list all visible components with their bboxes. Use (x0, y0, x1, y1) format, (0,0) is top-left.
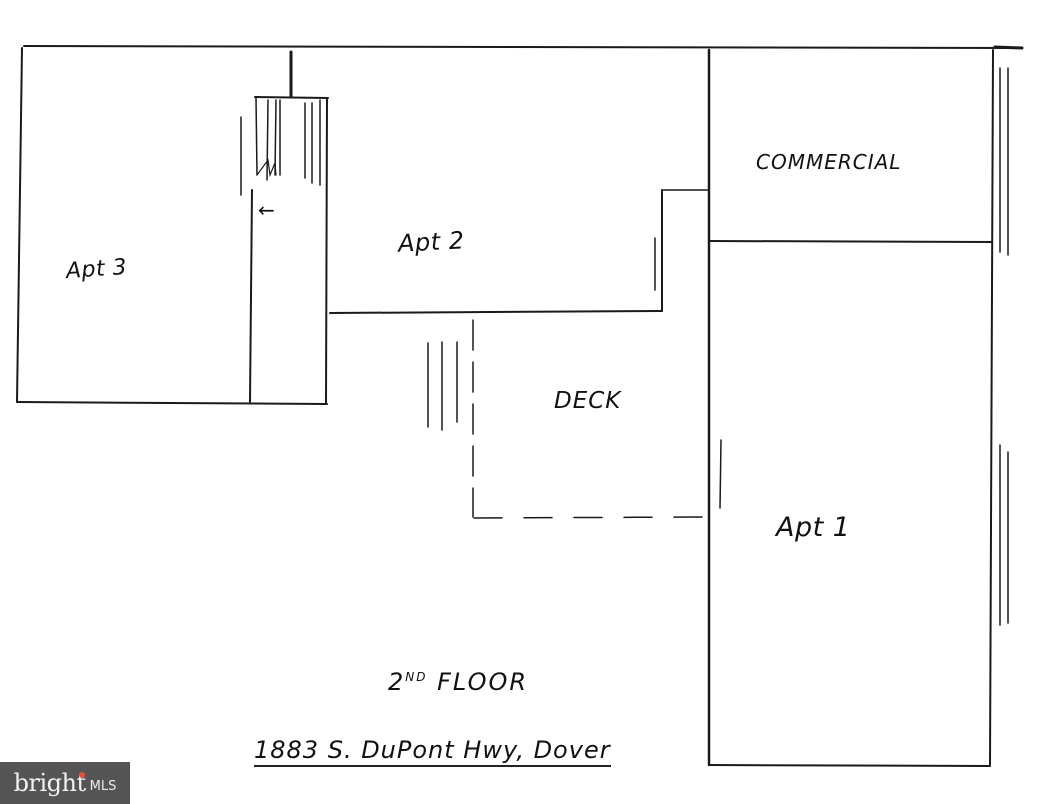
watermark-suffix: MLS (89, 778, 117, 794)
floor-title: 2ND FLOOR (388, 668, 528, 696)
stairwell (240, 50, 329, 405)
watermark-dot-icon (79, 772, 85, 778)
room-apt3-walls (16, 47, 328, 405)
room-label-apt1: Apt 1 (776, 512, 851, 543)
room-apt1-walls (708, 439, 1009, 767)
stair-arrow-icon: ← (258, 198, 276, 222)
room-apt2-walls (329, 189, 709, 314)
room-label-apt2: Apt 2 (397, 226, 466, 258)
room-label-commercial: COMMERCIAL (756, 150, 902, 174)
deck-outline (427, 319, 703, 519)
floor-title-number: 2 (388, 668, 406, 696)
property-address: 1883 S. DuPont Hwy, Dover (254, 736, 611, 767)
bright-mls-watermark: bright MLS (0, 762, 130, 804)
room-commercial-walls (708, 49, 1009, 766)
room-label-deck: DECK (554, 388, 622, 414)
floor-title-superscript: ND (405, 670, 428, 684)
outer-wall-top (23, 45, 1024, 50)
room-label-apt3: Apt 3 (65, 254, 128, 285)
watermark-brand: bright (13, 769, 86, 797)
floor-title-text: FLOOR (427, 668, 529, 696)
